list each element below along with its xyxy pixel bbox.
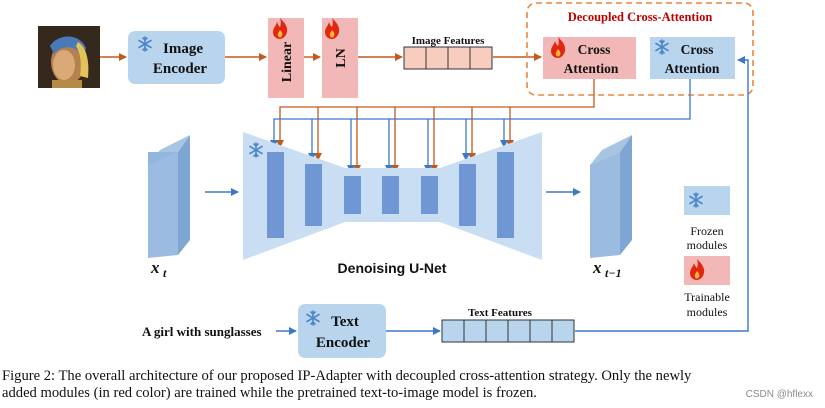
decoupled-cross-attention-group: Decoupled Cross-Attention Cross Attentio… (526, 2, 754, 96)
text-encoder-line2: Encoder (316, 335, 371, 351)
unet-layer-block (382, 176, 399, 214)
xt-label: x (150, 258, 160, 277)
watermark: CSDN @hflexx (745, 389, 813, 400)
legend-frozen-line2: modules (687, 238, 728, 252)
linear-block: Linear (268, 18, 304, 98)
image-encoder-label-line2: Encoder (153, 61, 208, 77)
text-features-label: Text Features (468, 307, 533, 319)
unet-layer-block (305, 164, 322, 226)
cross-attention-frozen-line1: Cross (681, 42, 714, 57)
input-portrait-image (38, 26, 100, 88)
prompt-text: A girl with sunglasses (142, 324, 262, 339)
denoised-latent-xt-1: x t−1 (590, 135, 632, 280)
text-feature-token (485, 319, 509, 343)
caption-line-1: Figure 2: The overall architecture of ou… (2, 368, 692, 384)
image-encoder-box (128, 31, 225, 84)
unet-layer-block (497, 152, 514, 238)
figure-caption: Figure 2: The overall architecture of ou… (2, 368, 802, 402)
unet-layer-blocks (267, 152, 514, 238)
image-features-block: Image Features (403, 35, 493, 70)
image-feature-token (447, 46, 471, 70)
cross-attention-frozen-line2: Attention (665, 61, 720, 76)
image-attention-connections (276, 79, 595, 173)
cross-attention-trainable-line1: Cross (578, 42, 611, 57)
image-encoder-label-line1: Image (163, 41, 203, 57)
noisy-latent-xt: x t (148, 135, 190, 280)
image-feature-token (469, 46, 493, 70)
image-features-tokens (403, 46, 493, 70)
legend-frozen-swatch (684, 186, 730, 215)
image-feature-token (425, 46, 449, 70)
text-feature-token (507, 319, 531, 343)
decoupled-dashed-border (526, 2, 754, 96)
text-feature-token (529, 319, 553, 343)
caption-line-2: added modules (in red color) are trained… (2, 385, 537, 401)
image-features-label: Image Features (412, 35, 486, 47)
image-encoder-block: Image Encoder (128, 31, 225, 84)
unet-label: Denoising U-Net (338, 260, 447, 276)
text-features-tokens (441, 319, 575, 343)
unet-layer-block (267, 152, 284, 238)
text-feature-token (463, 319, 487, 343)
text-feature-token (441, 319, 465, 343)
ln-label: LN (334, 48, 349, 67)
unet-layer-block (344, 176, 361, 214)
legend: Frozen modules Trainable modules (684, 186, 730, 319)
xt-subscript: t (163, 266, 167, 280)
image-feature-token (403, 46, 427, 70)
cross-attention-trainable-line2: Attention (564, 61, 619, 76)
cross-attention-frozen-box (650, 37, 735, 79)
text-features-block: Text Features (441, 307, 575, 343)
denoising-unet: Denoising U-Net (243, 132, 542, 276)
arrow-text-features-to-cross-attention (575, 56, 749, 332)
legend-trainable-line2: modules (687, 305, 728, 319)
text-encoder-block: Text Encoder (298, 304, 386, 358)
decoupled-title: Decoupled Cross-Attention (568, 10, 713, 24)
legend-frozen-line1: Frozen (690, 224, 723, 238)
linear-label: Linear (280, 42, 295, 82)
cross-attention-trainable-box (543, 37, 636, 79)
text-encoder-line1: Text (331, 314, 359, 330)
xt1-subscript: t−1 (605, 266, 622, 280)
unet-layer-block (421, 176, 438, 214)
xt1-label: x (592, 258, 602, 277)
ln-block: LN (322, 18, 358, 98)
text-attention-connections (270, 79, 691, 173)
unet-layer-block (459, 164, 476, 226)
legend-trainable-line1: Trainable (684, 290, 730, 304)
text-encoder-box (298, 304, 386, 358)
text-feature-token (551, 319, 575, 343)
